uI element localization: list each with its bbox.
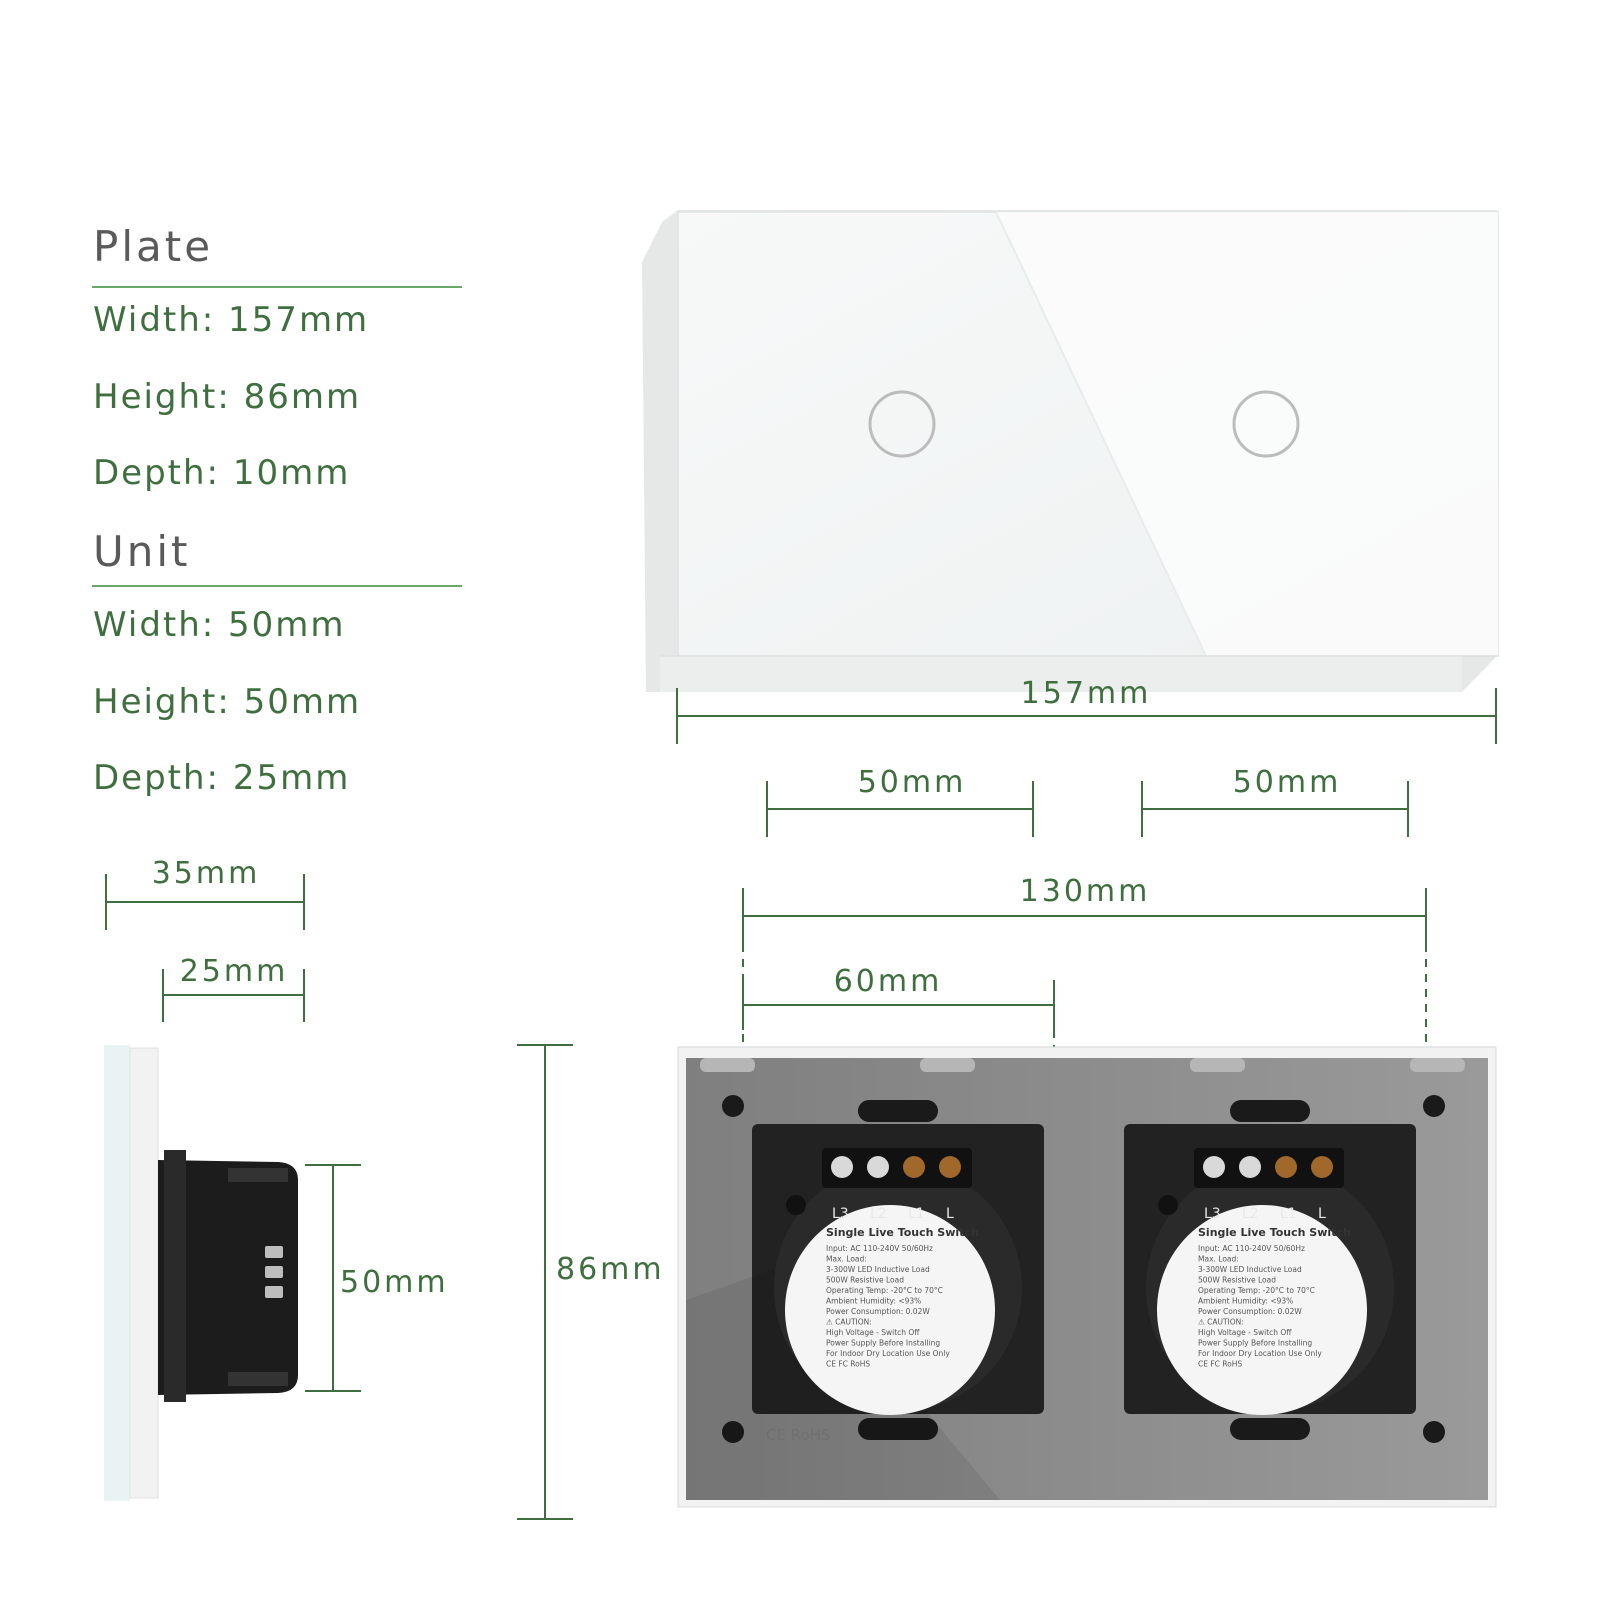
dim-side-unit-height: 50mm bbox=[340, 1265, 449, 1300]
right-terminal-label: L2 bbox=[1242, 1206, 1259, 1222]
plate-width-spec: Width: 157mm bbox=[93, 300, 370, 340]
front-glass-plate bbox=[642, 210, 1499, 692]
right-module-spec-line: Input: AC 110-240V 50/60Hz bbox=[1198, 1244, 1305, 1253]
left-module-spec-line: Power Consumption: 0.02W bbox=[826, 1307, 930, 1316]
left-module-spec-line: 3-300W LED Inductive Load bbox=[826, 1265, 930, 1274]
unit-width-spec: Width: 50mm bbox=[93, 605, 346, 645]
dimension-lines bbox=[105, 688, 1497, 1520]
dim-plate-width: 157mm bbox=[1020, 676, 1152, 711]
left-module-spec-line: For Indoor Dry Location Use Only bbox=[826, 1349, 950, 1358]
unit-heading-rule bbox=[92, 585, 462, 587]
left-module-spec-line: Power Supply Before Installing bbox=[826, 1339, 940, 1348]
plate-height-spec: Height: 86mm bbox=[93, 377, 362, 417]
unit-depth-spec: Depth: 25mm bbox=[93, 758, 351, 798]
plate-heading: Plate bbox=[93, 222, 214, 271]
right-terminal-label: L3 bbox=[1204, 1206, 1221, 1222]
right-module-spec-line: 3-300W LED Inductive Load bbox=[1198, 1265, 1302, 1274]
left-module-spec-line: Operating Temp: -20°C to 70°C bbox=[826, 1286, 943, 1295]
dim-back-height: 86mm bbox=[556, 1252, 665, 1287]
side-view bbox=[104, 1045, 298, 1501]
left-terminal-label: L1 bbox=[908, 1206, 925, 1222]
right-module-spec-line: For Indoor Dry Location Use Only bbox=[1198, 1349, 1322, 1358]
left-module-title: Single Live Touch Switch bbox=[826, 1226, 979, 1239]
right-module-spec-line: Max. Load: bbox=[1198, 1255, 1239, 1264]
right-terminal-label: L1 bbox=[1280, 1206, 1297, 1222]
left-terminal-label: L2 bbox=[870, 1206, 887, 1222]
right-module-spec-line: Power Consumption: 0.02W bbox=[1198, 1307, 1302, 1316]
right-module-spec-line: Operating Temp: -20°C to 70°C bbox=[1198, 1286, 1315, 1295]
right-module-spec-line: CE FC RoHS bbox=[1198, 1360, 1242, 1369]
right-module-spec-line: High Voltage - Switch Off bbox=[1198, 1328, 1292, 1337]
left-terminal-label: L bbox=[946, 1206, 954, 1222]
dim-unit-center: 60mm bbox=[833, 964, 943, 999]
left-module-spec-line: ⚠ CAUTION: bbox=[826, 1318, 872, 1327]
left-module-spec-line: Max. Load: bbox=[826, 1255, 867, 1264]
left-module-spec-line: Input: AC 110-240V 50/60Hz bbox=[826, 1244, 933, 1253]
dim-button-spacing-left: 50mm bbox=[857, 765, 967, 800]
plate-heading-rule bbox=[92, 286, 462, 288]
right-module-spec-line: 500W Resistive Load bbox=[1198, 1276, 1276, 1285]
touch-button-left bbox=[868, 390, 936, 458]
module-right bbox=[1146, 1148, 1394, 1415]
unit-height-spec: Height: 50mm bbox=[93, 682, 362, 722]
right-module-title: Single Live Touch Switch bbox=[1198, 1226, 1351, 1239]
touch-button-right bbox=[1232, 390, 1300, 458]
dim-side-total-depth: 35mm bbox=[151, 856, 261, 891]
unit-heading: Unit bbox=[93, 527, 191, 576]
left-terminal-label: L3 bbox=[832, 1206, 849, 1222]
right-terminal-label: L bbox=[1318, 1206, 1326, 1222]
left-module-spec-line: CE FC RoHS bbox=[826, 1360, 870, 1369]
dim-unit-span: 130mm bbox=[1019, 874, 1151, 909]
module-left bbox=[774, 1148, 1022, 1415]
dim-button-spacing-right: 50mm bbox=[1232, 765, 1342, 800]
plate-depth-spec: Depth: 10mm bbox=[93, 453, 351, 493]
right-module-spec-line: ⚠ CAUTION: bbox=[1198, 1318, 1244, 1327]
left-module-spec-line: 500W Resistive Load bbox=[826, 1276, 904, 1285]
right-module-spec-line: Power Supply Before Installing bbox=[1198, 1339, 1312, 1348]
right-module-spec-line: Ambient Humidity: <93% bbox=[1198, 1297, 1293, 1306]
dim-side-unit-depth: 25mm bbox=[179, 954, 289, 989]
left-module-spec-line: Ambient Humidity: <93% bbox=[826, 1297, 921, 1306]
left-module-spec-line: High Voltage - Switch Off bbox=[826, 1328, 920, 1337]
back-plate-mark: CE RoHS bbox=[766, 1426, 830, 1444]
